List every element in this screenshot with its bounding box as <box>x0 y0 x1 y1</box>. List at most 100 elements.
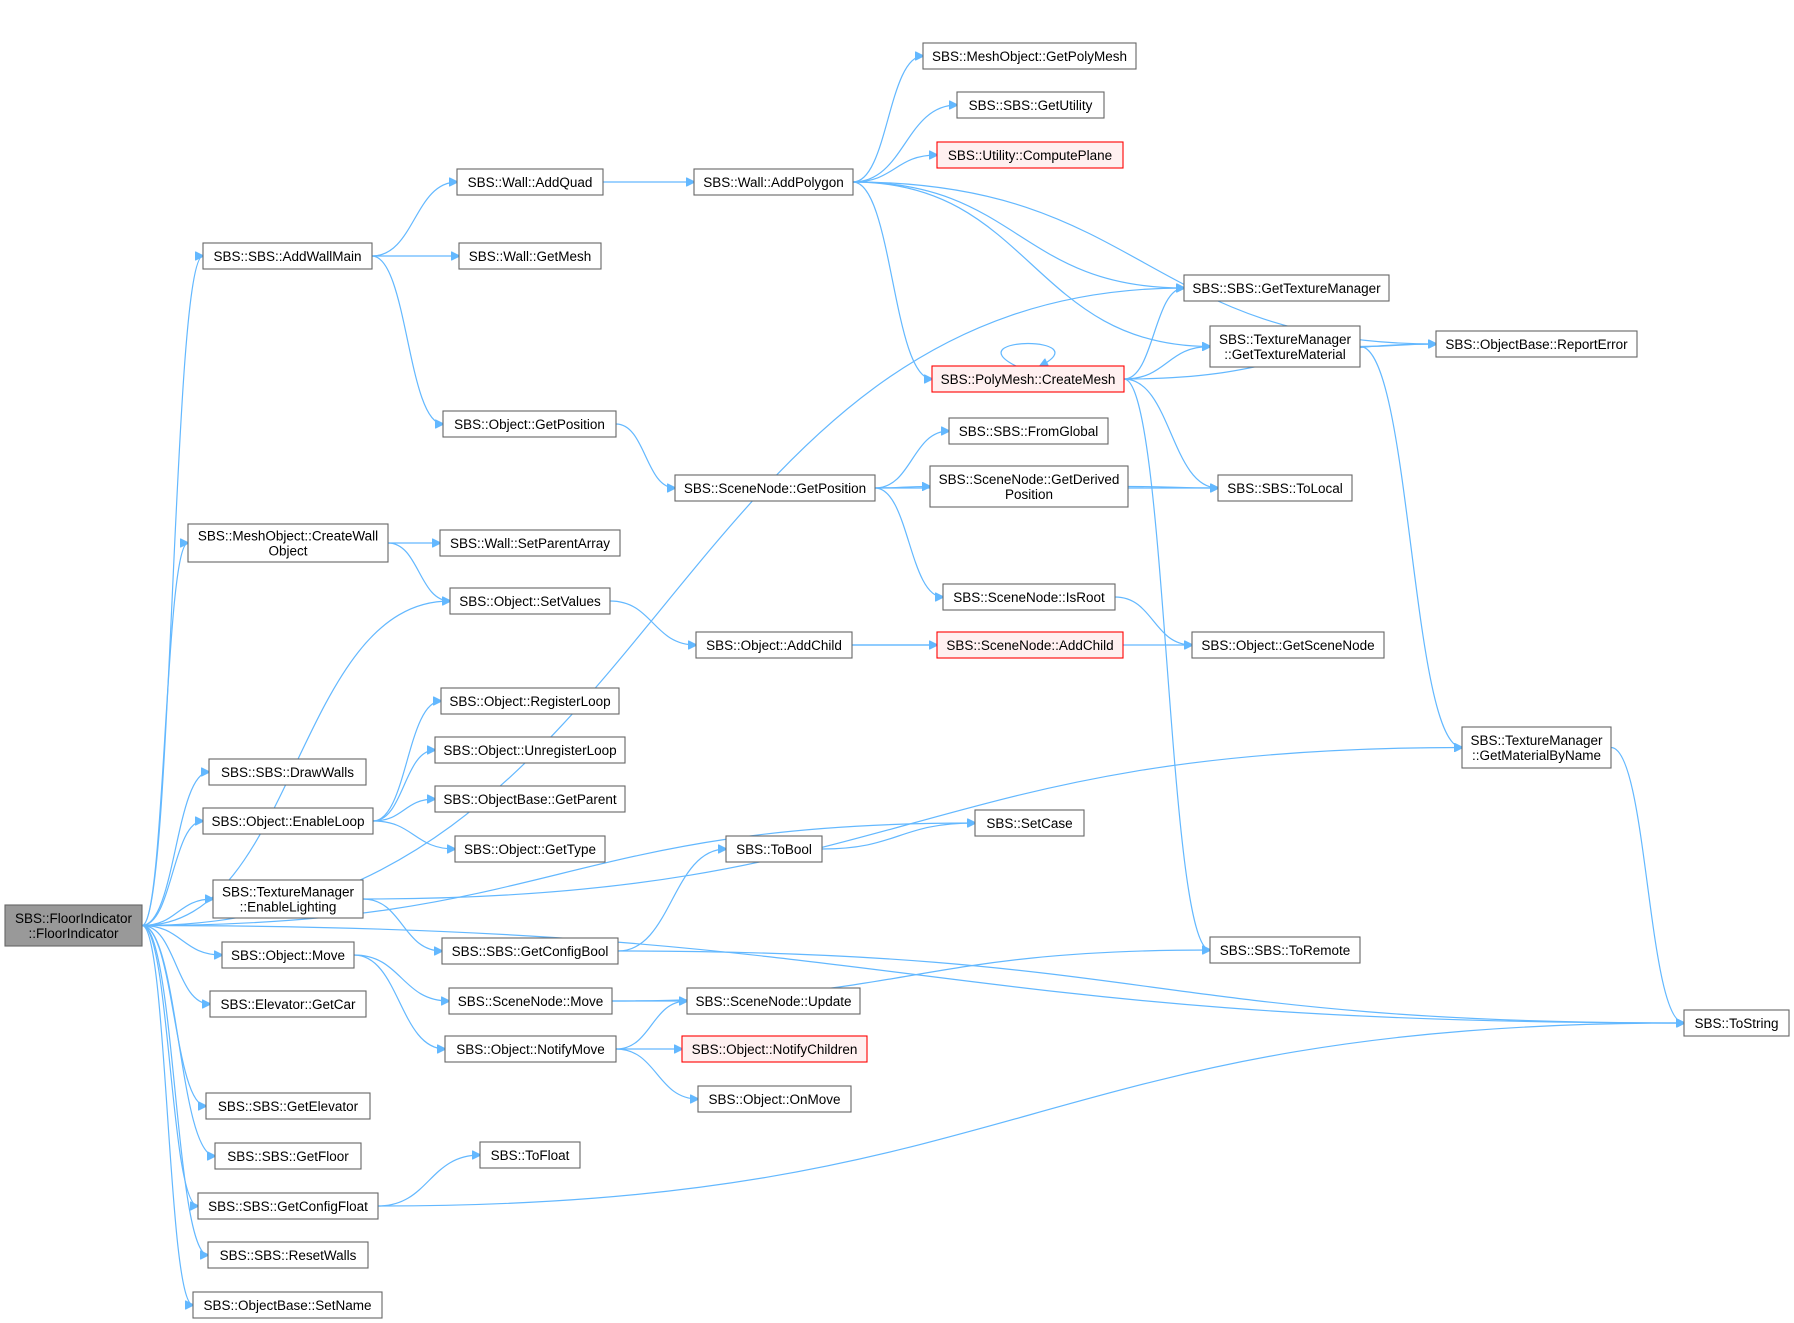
node-isroot[interactable]: SBS::SceneNode::IsRoot <box>942 583 1116 611</box>
node-unregisterloop[interactable]: SBS::Object::UnregisterLoop <box>434 736 626 764</box>
node-floorindicator[interactable]: SBS::FloorIndicator::FloorIndicator <box>4 904 143 947</box>
node-label: SBS::SBS::AddWallMain <box>213 249 361 264</box>
node-enableloop[interactable]: SBS::Object::EnableLoop <box>202 807 374 835</box>
edge-createmesh-to-createmesh <box>1000 342 1056 367</box>
node-getcar[interactable]: SBS::Elevator::GetCar <box>209 990 367 1018</box>
node-label: SBS::SBS::GetUtility <box>969 98 1093 113</box>
edge-notifymove-to-onmove <box>615 1048 698 1099</box>
node-getutility[interactable]: SBS::SBS::GetUtility <box>956 91 1105 119</box>
edge-floorindicator-to-getconfigfloat <box>141 924 198 1207</box>
edge-objmove-to-notifymove <box>353 954 445 1049</box>
node-getelevator[interactable]: SBS::SBS::GetElevator <box>205 1092 371 1120</box>
node-setparentarray[interactable]: SBS::Wall::SetParentArray <box>439 529 621 557</box>
edge-floorindicator-to-resetwalls <box>141 924 208 1256</box>
edge-objmove-to-scenenodemove <box>353 954 449 1001</box>
node-setvalues[interactable]: SBS::Object::SetValues <box>449 587 611 615</box>
node-label: SBS::SBS::ToLocal <box>1227 481 1343 496</box>
edge-enablelighting-to-getmaterialbyname <box>362 748 1462 900</box>
node-computeplane[interactable]: SBS::Utility::ComputePlane <box>936 141 1124 169</box>
node-gettype[interactable]: SBS::Object::GetType <box>454 835 606 863</box>
edge-getconfigbool-to-tobool <box>617 849 726 952</box>
node-createmesh[interactable]: SBS::PolyMesh::CreateMesh <box>931 365 1125 393</box>
node-setname[interactable]: SBS::ObjectBase::SetName <box>192 1291 383 1319</box>
node-label: SBS::Object::EnableLoop <box>211 814 364 829</box>
node-registerloop[interactable]: SBS::Object::RegisterLoop <box>440 687 620 715</box>
edge-createmesh-to-gettexturematerial <box>1123 347 1210 380</box>
node-gettexturematerial[interactable]: SBS::TextureManager::GetTextureMaterial <box>1209 325 1361 368</box>
node-tolocal[interactable]: SBS::SBS::ToLocal <box>1217 474 1353 502</box>
node-getconfigbool[interactable]: SBS::SBS::GetConfigBool <box>441 937 619 965</box>
node-objaddchild[interactable]: SBS::Object::AddChild <box>695 631 853 659</box>
node-wallgetmesh[interactable]: SBS::Wall::GetMesh <box>458 242 602 270</box>
node-drawwalls[interactable]: SBS::SBS::DrawWalls <box>208 758 367 786</box>
node-label: SBS::SceneNode::AddChild <box>946 638 1113 653</box>
node-label: SBS::MeshObject::GetPolyMesh <box>932 49 1127 64</box>
node-getpolymesh[interactable]: SBS::MeshObject::GetPolyMesh <box>922 42 1137 70</box>
node-getparent[interactable]: SBS::ObjectBase::GetParent <box>434 785 626 813</box>
node-box <box>434 785 626 813</box>
node-box <box>956 91 1105 119</box>
edge-enableloop-to-registerloop <box>372 701 441 822</box>
node-tofloat[interactable]: SBS::ToFloat <box>479 1141 581 1169</box>
node-reporterror[interactable]: SBS::ObjectBase::ReportError <box>1435 330 1638 358</box>
node-addquad[interactable]: SBS::Wall::AddQuad <box>456 168 604 196</box>
node-scenenodeaddchild[interactable]: SBS::SceneNode::AddChild <box>936 631 1124 659</box>
node-getscenenode[interactable]: SBS::Object::GetSceneNode <box>1191 631 1385 659</box>
node-scenenodegetposition[interactable]: SBS::SceneNode::GetPosition <box>674 474 876 502</box>
node-getfloor[interactable]: SBS::SBS::GetFloor <box>214 1142 362 1170</box>
node-tobool[interactable]: SBS::ToBool <box>725 835 823 863</box>
node-label: SBS::Object::GetPosition <box>454 417 605 432</box>
node-box <box>454 835 606 863</box>
node-box <box>674 474 876 502</box>
node-label: SBS::Object::OnMove <box>708 1092 840 1107</box>
node-objgetposition[interactable]: SBS::Object::GetPosition <box>442 410 617 438</box>
node-gettexturemanager[interactable]: SBS::SBS::GetTextureManager <box>1183 274 1390 302</box>
node-addwallmain[interactable]: SBS::SBS::AddWallMain <box>202 242 373 270</box>
node-label: SBS::SBS::DrawWalls <box>221 765 354 780</box>
node-tostring[interactable]: SBS::ToString <box>1683 1009 1790 1037</box>
edge-getderivedposition-to-tolocal <box>1127 487 1218 489</box>
node-box <box>1209 936 1361 964</box>
node-enablelighting[interactable]: SBS::TextureManager::EnableLighting <box>212 879 364 919</box>
node-getmaterialbyname[interactable]: SBS::TextureManager::GetMaterialByName <box>1461 726 1612 769</box>
node-update[interactable]: SBS::SceneNode::Update <box>686 987 861 1015</box>
node-toremote[interactable]: SBS::SBS::ToRemote <box>1209 936 1361 964</box>
node-label: SBS::Object::NotifyChildren <box>692 1042 858 1057</box>
node-box <box>448 987 613 1015</box>
edge-addpolygon-to-getpolymesh <box>852 56 923 183</box>
node-box <box>725 835 823 863</box>
node-scenenodemove[interactable]: SBS::SceneNode::Move <box>448 987 613 1015</box>
node-label: Object <box>268 544 307 559</box>
edge-objgetposition-to-scenenodegetposition <box>615 423 675 488</box>
node-getconfigfloat[interactable]: SBS::SBS::GetConfigFloat <box>197 1192 379 1220</box>
node-label: SBS::TextureManager <box>222 885 355 900</box>
node-resetwalls[interactable]: SBS::SBS::ResetWalls <box>207 1241 369 1269</box>
node-notifymove[interactable]: SBS::Object::NotifyMove <box>444 1035 617 1063</box>
node-addpolygon[interactable]: SBS::Wall::AddPolygon <box>693 168 854 196</box>
node-box <box>1183 274 1390 302</box>
node-notifychildren[interactable]: SBS::Object::NotifyChildren <box>681 1035 868 1063</box>
edge-floorindicator-to-objmove <box>141 924 222 956</box>
node-label: Position <box>1005 487 1053 502</box>
node-box <box>936 631 1124 659</box>
edge-createwallobject-to-setvalues <box>387 542 450 601</box>
edge-addwallmain-to-addquad <box>371 182 457 257</box>
edge-getconfigfloat-to-tostring <box>377 1023 1684 1207</box>
node-objmove[interactable]: SBS::Object::Move <box>221 941 355 969</box>
node-box <box>440 687 620 715</box>
edge-layer <box>141 56 1684 1305</box>
node-box <box>221 941 355 969</box>
node-label: SBS::ObjectBase::SetName <box>203 1298 371 1313</box>
node-label: ::FloorIndicator <box>28 926 119 941</box>
node-box <box>1461 726 1612 769</box>
node-onmove[interactable]: SBS::Object::OnMove <box>697 1085 852 1113</box>
edge-addpolygon-to-reporterror <box>852 181 1436 344</box>
node-setcase[interactable]: SBS::SetCase <box>974 809 1085 837</box>
node-label: SBS::SceneNode::GetDerived <box>939 472 1120 487</box>
node-fromglobal[interactable]: SBS::SBS::FromGlobal <box>948 417 1109 445</box>
node-label: SBS::PolyMesh::CreateMesh <box>941 372 1116 387</box>
node-box <box>202 242 373 270</box>
edge-addpolygon-to-gettexturemanager <box>852 181 1184 288</box>
